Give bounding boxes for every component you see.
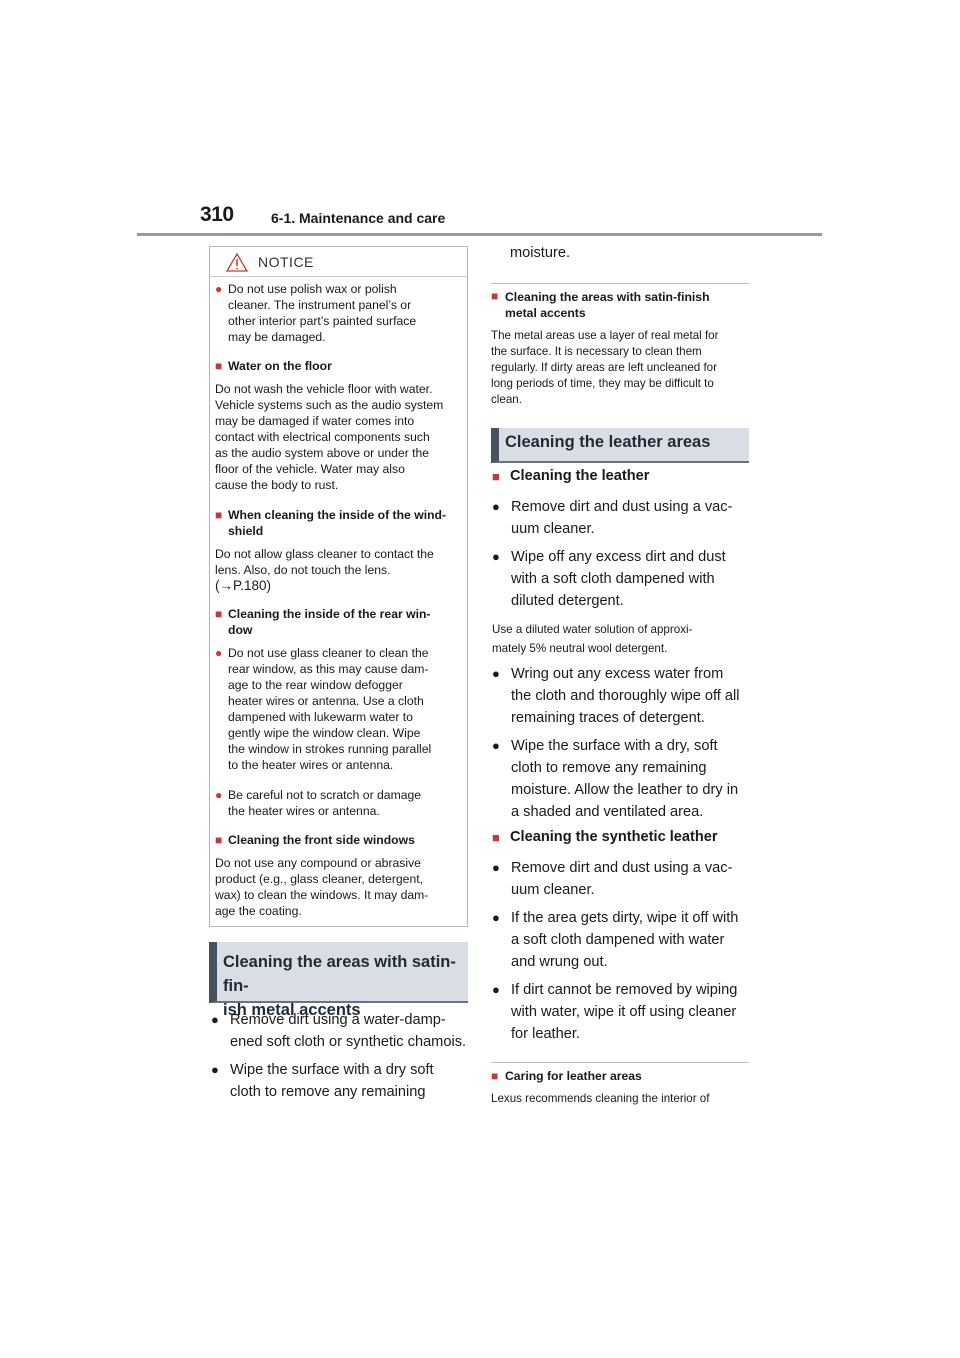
bullet-marker: ● — [215, 788, 223, 802]
square-marker: ■ — [215, 833, 223, 847]
page-number: 310 — [200, 203, 234, 226]
square-marker: ■ — [492, 830, 500, 845]
windshield-paragraph: Do not allow glass cleaner to contact th… — [215, 547, 434, 593]
leather-subheading: Cleaning the leather — [510, 468, 650, 484]
rear-window-heading: Cleaning the inside of the rear win-dow — [228, 607, 431, 637]
warning-triangle-icon — [225, 252, 249, 277]
bullet-dot: ● — [492, 982, 500, 997]
bullet-dot: ● — [492, 499, 500, 514]
notice-header: NOTICE — [210, 247, 467, 277]
square-marker: ■ — [491, 1069, 499, 1083]
bullet-marker: ● — [215, 282, 223, 296]
satin-section-heading: Cleaning the areas with satin-fin-ish me… — [209, 942, 468, 1019]
divider — [491, 283, 749, 284]
caring-paragraph: Lexus recommends cleaning the interior o… — [491, 1092, 710, 1105]
caring-heading: Caring for leather areas — [505, 1069, 642, 1083]
front-windows-heading: Cleaning the front side windows — [228, 833, 415, 847]
floor-heading: Water on the floor — [228, 359, 332, 373]
satin-note-paragraph: The metal areas use a layer of real meta… — [491, 329, 719, 406]
floor-paragraph: Do not wash the vehicle floor with water… — [215, 382, 444, 492]
section-title: 6-1. Maintenance and care — [271, 210, 446, 226]
bullet-dot: ● — [492, 738, 500, 753]
bullet-dot: ● — [492, 666, 500, 681]
square-marker: ■ — [491, 289, 499, 303]
bullet-dot: ● — [211, 1062, 219, 1077]
square-marker: ■ — [215, 508, 223, 522]
continued-text: moisture. — [510, 245, 571, 261]
bullet-dot: ● — [211, 1012, 219, 1027]
synthetic-leather-subheading: Cleaning the synthetic leather — [510, 829, 718, 845]
notice-title: NOTICE — [258, 254, 314, 270]
notice-box: NOTICE ● Do not use polish wax or polish… — [209, 246, 468, 927]
header-rule — [137, 233, 822, 236]
square-marker: ■ — [492, 469, 500, 484]
square-marker: ■ — [215, 607, 223, 621]
bullet-dot: ● — [492, 860, 500, 875]
divider — [491, 1062, 749, 1063]
windshield-heading: When cleaning the inside of the wind-shi… — [228, 508, 447, 538]
bullet-dot: ● — [492, 549, 500, 564]
square-marker: ■ — [215, 359, 223, 373]
detergent-note: Use a diluted water solution of approxi-… — [492, 623, 693, 655]
bullet-dot: ● — [492, 910, 500, 925]
bullet-marker: ● — [215, 646, 223, 660]
leather-section-heading: Cleaning the leather areas — [491, 428, 749, 463]
